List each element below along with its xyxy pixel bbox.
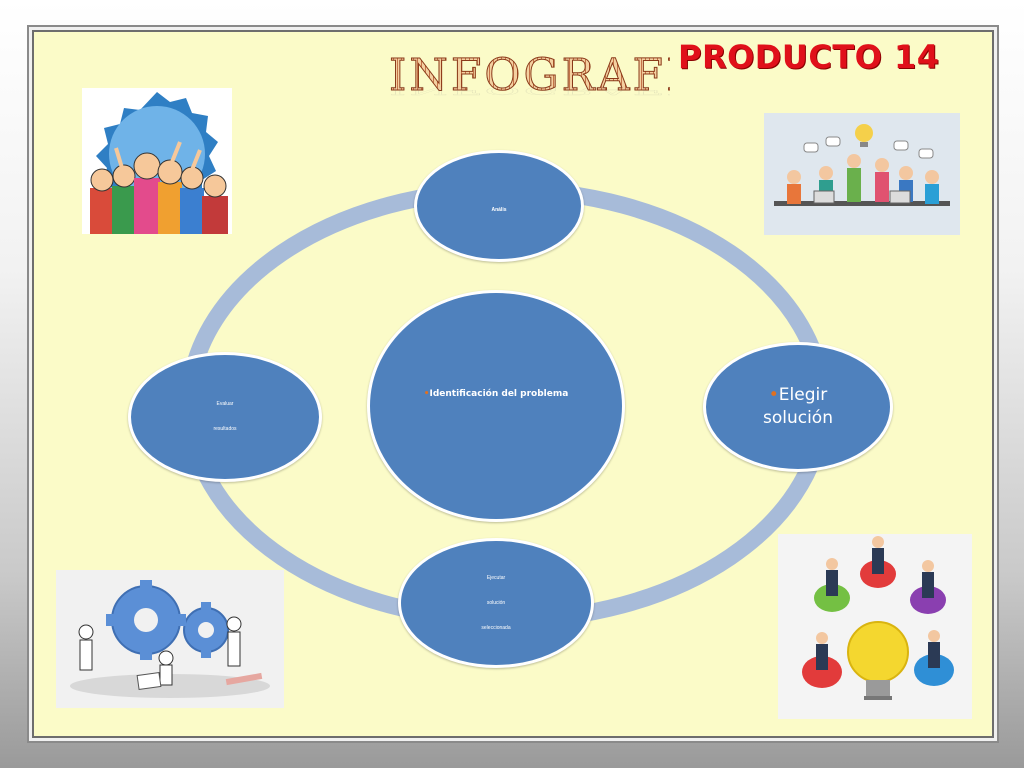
center-node-label: •Identificación del problema [424,389,569,399]
heading-reflection: INFOGRAFIA [389,84,670,97]
workers-gears-image [56,570,284,708]
business-lightbulb-image [778,534,972,719]
celebrating-group-icon [90,92,228,234]
celebrating-group-image [82,88,232,234]
center-node-text: Identificación del problema [429,389,569,399]
right-node-elegir: •Elegir solución [703,342,893,472]
team-meeting-icon [774,124,950,206]
center-node-identificacion: •Identificación del problema [367,290,625,522]
bottom-node-line3: seleccionada [481,624,511,631]
lightbulb-icon [802,536,954,700]
top-node-analisis: Anális [414,150,584,262]
left-node-evaluar: Evaluar resultados [128,352,322,482]
top-node-text: Anális [491,207,507,213]
product-title: PRODUCTO 14 [678,38,940,76]
bottom-node-line2: solución [486,599,506,606]
right-node-line1: •Elegir [769,384,827,407]
left-node-line1: Evaluar [216,401,234,407]
gears-icon [70,580,270,698]
left-node-line2: resultados [213,426,237,432]
right-node-line2: solución [762,408,833,428]
bottom-node-ejecutar: Ejecutar solución seleccionada [398,538,594,668]
team-meeting-image [764,113,960,235]
right-node-line1-text: Elegir [778,385,828,405]
infografia-heading-art: INFOGRAFIA INFOGRAFIA [389,50,671,102]
heading-text: INFOGRAFIA [389,50,670,101]
bullet-icon: • [423,389,430,399]
bottom-node-line1: Ejecutar [486,574,506,581]
bullet-icon: • [768,385,779,405]
